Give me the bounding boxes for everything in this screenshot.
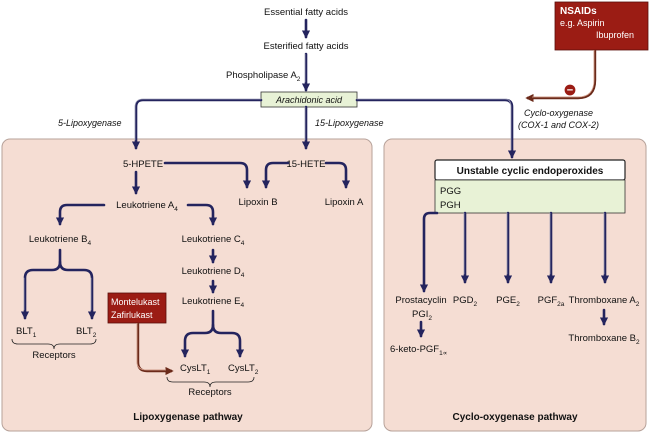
nsaids-box [554,1,649,51]
zafirlukast-label: Zafirlukast [111,310,153,320]
pgi2-label: PGI2 [412,309,432,322]
lipoxygenase-panel [1,138,373,432]
5-lipoxygenase-label: 5-Lipoxygenase [58,118,122,128]
inhibition-icon [563,83,577,97]
pgh-label: PGH [440,200,461,211]
esterified-fatty-acids-label: Esterified fatty acids [263,41,348,52]
cyslt1-label: CysLT1 [180,363,211,376]
leukotriene-d4-label: Leukotriene D4 [182,266,245,279]
leukotriene-b4-label: Leukotriene B4 [29,234,92,247]
lipoxin-b-label: Lipoxin B [238,197,277,208]
montelukast-label: Montelukast [111,297,160,307]
15-hete-label: 15-HETE [286,159,325,170]
blt2-label: BLT2 [76,326,97,339]
lipoxin-a-label: Lipoxin A [325,197,364,208]
receptors-left-label: Receptors [32,350,76,361]
thromboxane-b2-label: Thromboxane B2 [568,333,640,346]
cyclo-oxygenase-pathway-title: Cyclo-oxygenase pathway [452,412,577,423]
pgd2-label: PGD2 [453,295,478,308]
nsaids-title: NSAIDs [560,6,597,17]
blt1-label: BLT1 [16,326,37,339]
endoperoxides-title: Unstable cyclic endoperoxides [457,166,604,177]
pgg-label: PGG [440,186,461,197]
cyslt2-label: CysLT2 [228,363,259,376]
inhibition-sign: − [567,85,573,97]
nsaids-example-1: e.g. Aspirin [560,18,605,28]
nsaids-example-2: Ibuprofen [596,30,634,40]
cox-isoforms-label: (COX-1 and COX-2) [518,120,599,130]
pgf2a-label: PGF2a [538,295,565,308]
leukotriene-e4-label: Leukotriene E4 [182,296,245,309]
phospholipase-label: Phospholipase A2 [226,70,301,83]
leukotriene-a4-label: Leukotriene A4 [116,200,178,213]
6-keto-pgf-label: 6-keto-PGF1∝ [390,344,448,357]
prostacyclin-label: Prostacyclin [395,295,446,306]
leukotriene-c4-label: Leukotriene C4 [182,234,245,247]
essential-fatty-acids-label: Essential fatty acids [264,7,348,18]
receptors-right-brace [166,376,255,388]
lipoxygenase-pathway-title: Lipoxygenase pathway [133,412,243,423]
cox-label: Cyclo-oxygenase [524,108,593,118]
5-hpete-label: 5-HPETE [123,159,163,170]
thromboxane-a2-label: Thromboxane A2 [569,295,640,308]
arachidonic-acid-label: Arachidonic acid [275,95,343,105]
15-lipoxygenase-label: 15-Lipoxygenase [315,118,384,128]
pge2-label: PGE2 [496,295,520,308]
endoperoxides-box [434,179,626,214]
leukotriene-antagonist-box [107,292,167,324]
receptors-right-label: Receptors [188,387,232,398]
receptors-left-brace [11,338,97,350]
arrow-highlights [23,50,605,371]
